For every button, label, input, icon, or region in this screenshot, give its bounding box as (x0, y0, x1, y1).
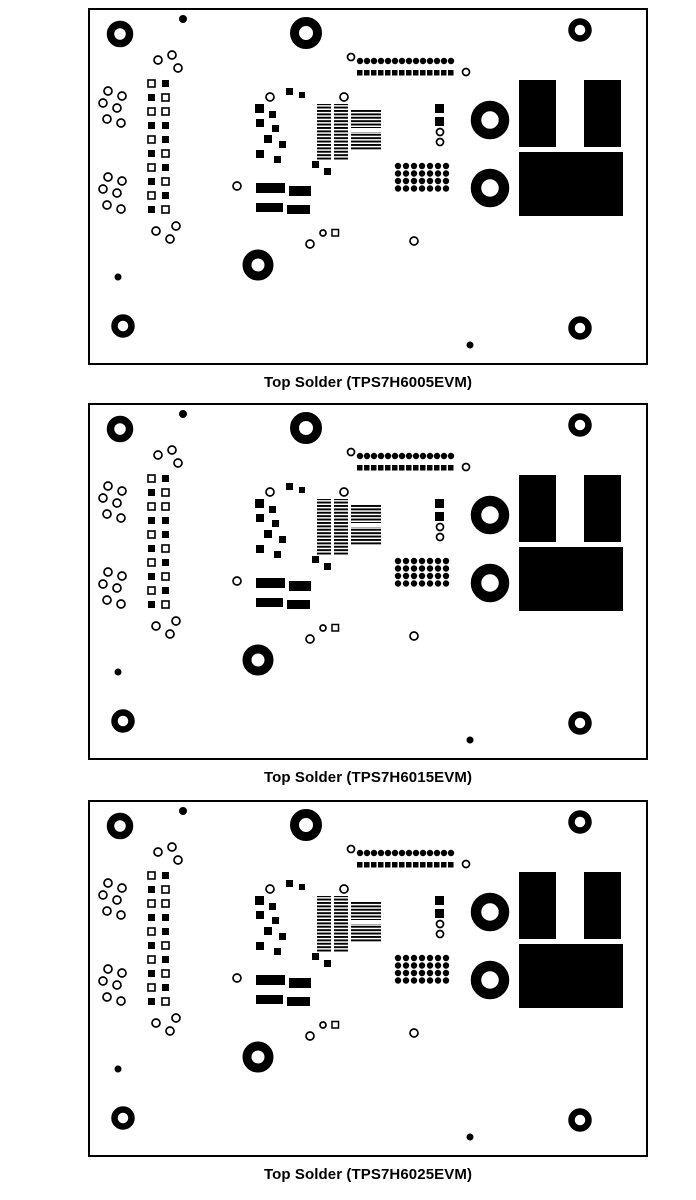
pcb-top-solder-image-tps7h6015evm (88, 403, 648, 760)
figure-caption-tps7h6025evm: Top Solder (TPS7H6025EVM) (263, 1166, 473, 1183)
pcb-top-solder-image-tps7h6005evm (88, 8, 648, 365)
pcb-top-solder-image-tps7h6025evm (88, 800, 648, 1157)
figure-panel-tps7h6005evm: Top Solder (TPS7H6005EVM) (88, 8, 648, 392)
figure-caption-tps7h6015evm: Top Solder (TPS7H6015EVM) (263, 769, 473, 786)
figure-caption-tps7h6005evm: Top Solder (TPS7H6005EVM) (263, 374, 473, 391)
figure-panel-tps7h6015evm: Top Solder (TPS7H6015EVM) (88, 403, 648, 787)
figure-panel-tps7h6025evm: Top Solder (TPS7H6025EVM) (88, 800, 648, 1184)
